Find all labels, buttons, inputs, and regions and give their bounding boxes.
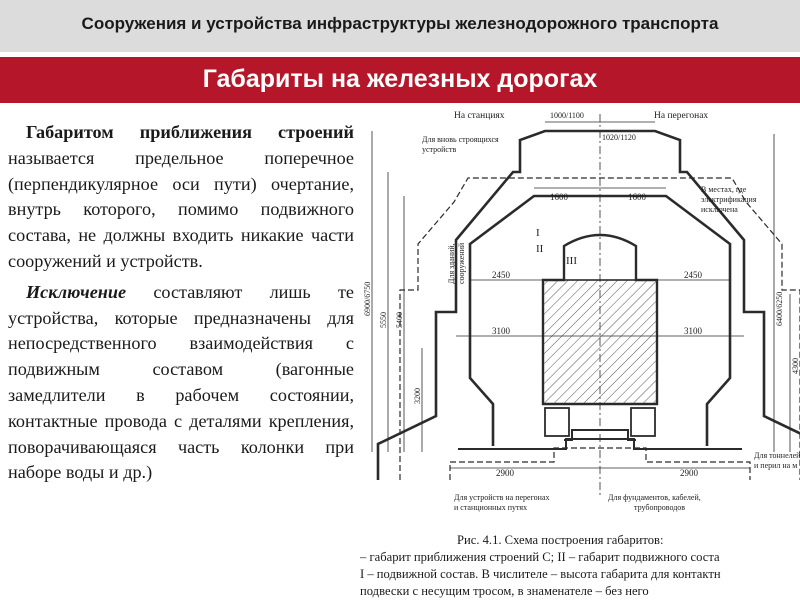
caption-line-3: подвески с несущим тросом, в знаменателе…: [360, 584, 649, 598]
top-header-bar: Сооружения и устройства инфраструктуры ж…: [0, 0, 800, 52]
dim-3100-left: 3100: [492, 326, 511, 336]
label-spans: На перегонах: [654, 111, 708, 121]
caption-line-2: I – подвижной состав. В числителе – высо…: [360, 567, 721, 581]
label-new-devices-1: Для вновь строящихся: [422, 135, 499, 144]
label-new-devices-2: устройств: [422, 145, 456, 154]
dim-5550: 5550: [379, 312, 388, 328]
label-electrification-3: исключена: [701, 205, 738, 214]
dim-1020-1120: 1020/1120: [602, 133, 636, 142]
label-electrification-2: электрификация: [701, 195, 757, 204]
dim-2900-right: 2900: [680, 468, 699, 478]
dim-2900-left: 2900: [496, 468, 515, 478]
exception-text: составляют лишь те устройства, которые п…: [8, 281, 354, 483]
label-span-devices-1: Для устройств на перегонах: [454, 493, 550, 502]
label-electrification-1: В местах, где: [701, 185, 747, 194]
clearance-diagram-svg: На станциях На перегонах 1000/1100 1020/…: [363, 111, 800, 512]
slide-title-band: Габариты на железных дорогах: [0, 57, 800, 103]
course-title: Сооружения и устройства инфраструктуры ж…: [81, 14, 719, 33]
dim-2450-left: 2450: [492, 270, 511, 280]
roman-two-label: II: [536, 243, 544, 255]
label-foundations-2: трубопроводов: [634, 503, 685, 512]
dim-3100-right: 3100: [684, 326, 703, 336]
dim-1600-right: 1600: [628, 192, 647, 202]
outline-rolling-stock-clearance-ii: [468, 194, 732, 446]
roman-one-label: I: [536, 227, 540, 239]
exception-paragraph: Исключение составляют лишь те устройства…: [8, 280, 354, 486]
dim-6900-6750: 6900/6750: [363, 282, 372, 316]
dim-4300: 4300: [791, 358, 800, 374]
definition-paragraph: Габаритом приближения строений называетс…: [8, 120, 354, 275]
rolling-stock-hatched-body: [542, 279, 658, 405]
caption-line-1: – габарит приближения строений С; II – г…: [360, 550, 720, 564]
definition-term: Габаритом приближения строений: [26, 122, 354, 142]
ground-line: [458, 438, 742, 450]
roman-three-label: III: [566, 255, 577, 267]
slide-title: Габариты на железных дорогах: [202, 65, 598, 93]
exception-term: Исключение: [26, 281, 127, 302]
outline-structure-clearance-c: [376, 129, 800, 480]
label-buildings-2: сооружений: [457, 242, 466, 284]
left-wheel: [544, 407, 570, 437]
dim-1000-1100: 1000/1100: [550, 111, 584, 120]
label-tunnels-1: Для тоннелей: [754, 451, 800, 460]
dim-2450-right: 2450: [684, 270, 703, 280]
caption-title: Рис. 4.1. Схема построения габаритов:: [457, 533, 664, 547]
dim-6400-6250: 6400/6250: [775, 292, 784, 326]
dashed-ground-outline: [449, 447, 751, 480]
right-wheel: [630, 407, 656, 437]
label-stations: На станциях: [454, 111, 505, 121]
label-foundations-1: Для фундаментов, кабелей,: [608, 493, 701, 502]
dashed-clearance-outline: [399, 177, 800, 480]
label-buildings-1: Для зданий,: [447, 243, 456, 284]
clearance-diagram: На станциях На перегонах 1000/1100 1020/…: [358, 104, 800, 600]
dim-3200: 3200: [413, 388, 422, 404]
dim-1600-left: 1600: [550, 192, 569, 202]
dim-5400: 5400: [395, 312, 404, 328]
label-span-devices-2: и станционных путях: [454, 503, 527, 512]
label-tunnels-2: и перил на м: [754, 461, 797, 470]
body-text: Габаритом приближения строений называетс…: [8, 120, 354, 486]
definition-text: называется предельное поперечное (перпен…: [8, 147, 354, 271]
figure-caption: Рис. 4.1. Схема построения габаритов: – …: [360, 532, 800, 600]
